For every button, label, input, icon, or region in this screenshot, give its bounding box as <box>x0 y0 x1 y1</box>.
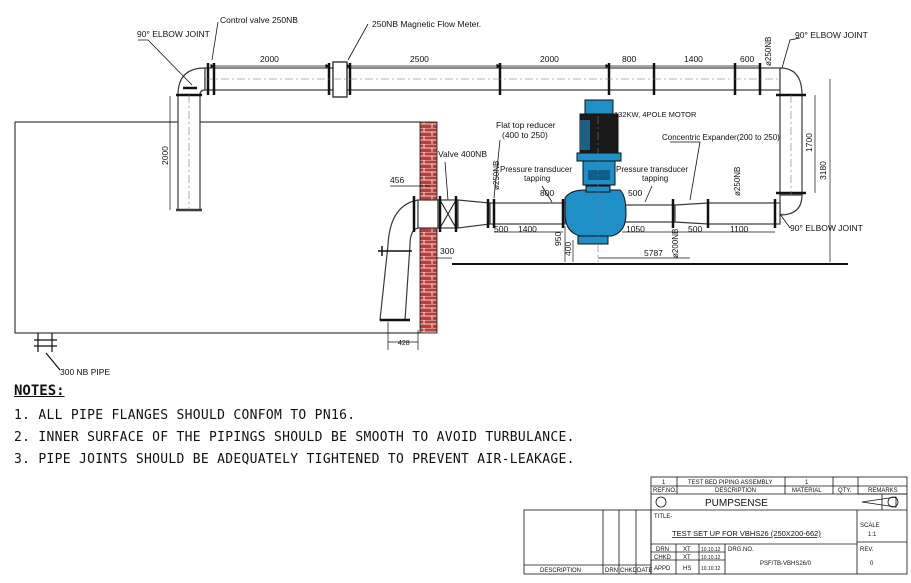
label-nb250-right: ø250NB <box>733 167 742 196</box>
label-pt-left: Pressure transducer <box>500 165 572 174</box>
title-block <box>523 476 908 575</box>
leader-lines <box>138 21 801 229</box>
dim-456: 456 <box>390 175 404 185</box>
dim-top-600: 600 <box>740 54 754 64</box>
dim-500-a: 500 <box>494 224 508 234</box>
note-item-1: 1. ALL PIPE FLANGES SHOULD CONFOM TO PN1… <box>14 408 356 423</box>
tb-hdr-material: MATERIAL <box>792 488 822 494</box>
label-pt-right: Pressure transducer <box>616 165 688 174</box>
tb-scale-label: SCALE <box>860 523 880 529</box>
tb-appd-date: 10.10.12 <box>701 566 721 572</box>
tb-chkd-date: 10.10.12 <box>701 555 721 561</box>
tb-title-label: TITLE- <box>654 514 672 520</box>
tb-appd: APPD <box>654 566 671 572</box>
label-motor: 132KW, 4POLE MOTOR <box>614 110 697 119</box>
note-item-2: 2. INNER SURFACE OF THE PIPINGS SHOULD B… <box>14 430 575 445</box>
label-control-valve: Control valve 250NB <box>220 15 298 25</box>
tb-drn-date: 10.10.12 <box>701 547 721 553</box>
label-concentric-expander: Concentric Expander(200 to 250) <box>662 133 780 142</box>
tb-chkd-by: XT <box>683 555 691 561</box>
tb-hdr-qty: QTY. <box>838 488 852 494</box>
note-item-3: 3. PIPE JOINTS SHOULD BE ADEQUATELY TIGH… <box>14 452 575 467</box>
tb-rev-label: REV. <box>860 547 874 553</box>
valve-400nb-symbol <box>439 199 457 229</box>
tb-drn-by: XT <box>683 547 691 553</box>
tb-title: TEST SET UP FOR VBHS26 (250X200-662) <box>672 529 821 538</box>
dim-428: 428 <box>398 340 410 347</box>
tb-rev-chkd: CHKD <box>620 568 638 574</box>
dim-right-3180: 3180 <box>818 161 828 180</box>
label-pt-right-sub: tapping <box>642 174 668 183</box>
left-elbow-bolts <box>378 246 412 256</box>
dim-1400: 1400 <box>518 224 537 234</box>
label-flat-top-reducer-sub: (400 to 250) <box>502 130 548 140</box>
tb-hdr-ref: REF.NO. <box>653 488 677 494</box>
tb-hdr-description: DESCRIPTION <box>715 488 756 494</box>
tb-chkd: CHKD <box>654 555 672 561</box>
dim-1100: 1100 <box>730 224 749 234</box>
tb-row-no: 1 <box>662 480 666 486</box>
tb-hdr-remarks: REMARKS <box>868 488 898 494</box>
dim-top-2000-a: 2000 <box>260 54 279 64</box>
tb-drn: DRN <box>656 547 669 553</box>
dim-400: 400 <box>563 242 573 256</box>
magnetic-flow-meter <box>332 61 348 98</box>
label-valve-400: Valve 400NB <box>438 149 487 159</box>
tb-drg-no-label: DRG.NO. <box>728 547 754 553</box>
dim-500-b: 500 <box>628 188 642 198</box>
dim-top-2000-b: 2000 <box>540 54 559 64</box>
centerlines <box>188 78 792 215</box>
pipe-300-support <box>34 333 61 371</box>
tb-rev-drn: DRN <box>605 568 618 574</box>
label-elbow-left: 90° ELBOW JOINT <box>137 29 210 39</box>
dim-1050: 1050 <box>626 224 645 234</box>
dim-right-1700: 1700 <box>804 133 814 152</box>
tank-outline <box>14 121 420 334</box>
dimension-lines <box>169 63 831 350</box>
label-elbow-top-right: 90° ELBOW JOINT <box>795 30 868 40</box>
bottom-pipe-flanges <box>412 196 777 232</box>
tb-rev-description: DESCRIPTION <box>540 568 581 574</box>
label-nb200: ø200NB <box>671 229 680 258</box>
pump-assembly <box>564 99 627 262</box>
label-nb250-mid: ø250NB <box>492 161 501 190</box>
tb-scale-value: 1:1 <box>868 532 877 538</box>
dim-300: 300 <box>440 246 454 256</box>
dim-left-2000: 2000 <box>160 146 170 165</box>
dim-top-1400: 1400 <box>684 54 703 64</box>
tb-company: PUMPSENSE <box>705 498 768 509</box>
dim-top-800: 800 <box>622 54 636 64</box>
tb-drg-no: PSF/TB-VBHS26/0 <box>760 561 812 567</box>
dim-top-2500: 2500 <box>410 54 429 64</box>
dim-950: 950 <box>553 232 563 246</box>
label-elbow-bottom-right: 90° ELBOW JOINT <box>790 223 863 233</box>
dim-5787: 5787 <box>644 248 663 258</box>
tb-rev-date: DATE <box>637 568 653 574</box>
tb-appd-by: HS <box>683 566 691 572</box>
label-flat-top-reducer: Flat top reducer <box>496 120 556 130</box>
label-pt-left-sub: tapping <box>524 174 550 183</box>
tb-rev-value: 0 <box>870 561 874 567</box>
label-pipe-300: 300 NB PIPE <box>60 367 110 377</box>
notes-title: NOTES: <box>14 383 65 399</box>
dim-500-c: 500 <box>688 224 702 234</box>
label-nb250-top: ø250NB <box>764 37 773 66</box>
tb-row-description: TEST BED PIPING ASSEMBLY <box>688 480 772 486</box>
tb-row-qty: 1 <box>805 480 809 486</box>
label-flow-meter: 250NB Magnetic Flow Meter. <box>372 19 481 29</box>
dim-800: 800 <box>540 188 554 198</box>
